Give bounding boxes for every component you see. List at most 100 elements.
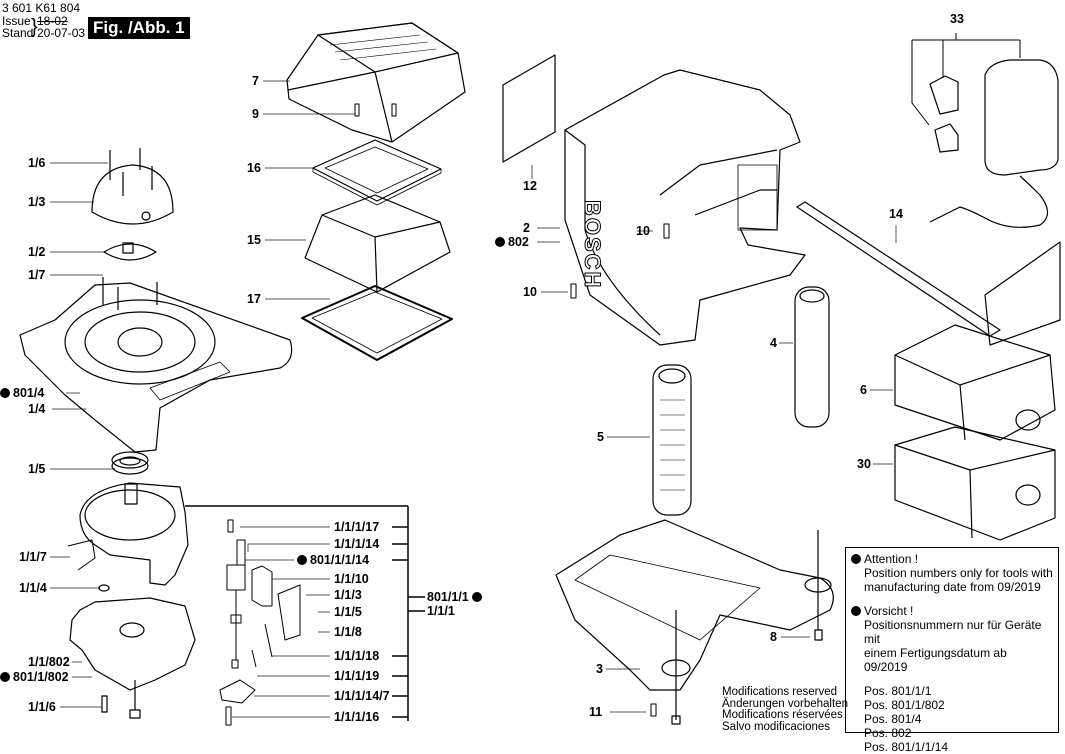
label-30: 30 [857,457,871,471]
position-item: Pos. 802 [864,726,912,740]
label-801-1-802: 801/1/802 [0,670,69,684]
attention-title: Attention ! [851,552,1053,566]
label-1-1-8: 1/1/8 [334,625,362,639]
housing-part-2 [564,69,806,346]
label-1-2: 1/2 [28,245,46,259]
label-10-upper: 10 [636,224,650,238]
label-801-1-1: 801/1/1 [427,590,482,604]
position-item: Pos. 801/1/802 [864,698,945,712]
bullet-icon [851,554,861,564]
vorsicht-line-2: einem Fertigungsdatum ab 09/2019 [864,646,1007,674]
label-14: 14 [889,207,903,221]
label-1-1-1-14: 1/1/1/14 [334,537,380,551]
label-1-1-10: 1/1/10 [334,572,369,586]
label-33: 33 [950,12,964,26]
label-1-1-1-14-7: 1/1/1/14/7 [334,689,390,703]
label-1-1-5: 1/1/5 [334,605,362,619]
label-802: 802 [495,235,529,249]
modifications-line: Änderungen vorbehalten [722,697,848,710]
bullet-icon [0,388,10,398]
header-brace: } [31,16,38,38]
label-1-1-1-19: 1/1/1/19 [334,669,380,683]
vorsicht-title: Vorsicht ! [851,604,1053,618]
group-bracket [185,505,425,721]
battery-box-part-30 [894,426,1056,541]
base-part-3 [555,519,834,725]
label-1-6: 1/6 [28,156,46,170]
label-card-part-12 [502,54,556,163]
dome-part-1-3 [91,148,174,225]
part-1-2 [103,242,157,261]
screw-part-1-1-6 [101,695,108,713]
screw-part-11 [650,703,657,717]
leader-lines [50,80,897,713]
circuit-board [69,597,196,719]
bullet-icon [297,555,307,565]
label-1-1-1-17: 1/1/1/17 [334,520,380,534]
modifications-line: Salvo modificaciones [722,720,831,733]
label-1-1-802: 1/1/802 [28,655,70,669]
label-2: 2 [523,221,530,235]
position-item: Pos. 801/4 [864,712,922,726]
screws-part-9 [354,103,397,117]
base-part-1-4 [19,277,293,453]
motor-housing-part-1-1 [67,482,189,586]
position-item: Pos. 801/1/1 [864,684,932,698]
notice-box: Attention ! Position numbers only for to… [845,547,1059,754]
position-item: Pos. 801/1/1/14 [864,740,949,754]
label-6: 6 [860,383,867,397]
label-1-1-1-18: 1/1/1/18 [334,649,380,663]
label-1-7: 1/7 [28,268,46,282]
washer-part-1-1-4 [98,584,110,592]
battery-part-4 [794,286,830,428]
battery-part-5 [652,364,692,516]
part-number: 3 601 K61 804 [2,1,81,15]
bullet-icon [851,606,861,616]
label-1-1-4: 1/1/4 [19,581,47,595]
issue-label: Issue [2,14,31,28]
label-1-1-1-16: 1/1/1/16 [334,710,380,724]
label-8: 8 [770,630,777,644]
frame-part-15 [304,194,451,293]
stand-value: 20-07-03 [37,26,86,40]
power-adapter-part-33 [911,33,1059,228]
label-801-4: 801/4 [0,386,44,400]
label-11: 11 [589,705,603,719]
label-801-1-1-14: 801/1/1/14 [297,553,369,567]
label-1-5: 1/5 [28,462,46,476]
bullet-icon [471,592,482,602]
attention-line-1: Position numbers only for tools with [864,566,1053,580]
label-1-4: 1/4 [28,402,46,416]
cover-part-7 [286,22,466,143]
assembly-1-1-1-parts [219,519,301,726]
label-1-1-6: 1/1/6 [28,700,56,714]
modifications-notice: Modifications reserved Änderungen vorbeh… [722,686,848,733]
screws-part-10 [570,223,670,299]
gasket-part-17 [301,285,453,361]
label-7: 7 [252,74,259,88]
label-15: 15 [247,233,261,247]
vorsicht-line-1: Positionsnummern nur für Geräte mit [864,618,1042,646]
label-17: 17 [247,292,261,306]
label-10-lower: 10 [523,285,537,299]
modifications-line: Modifications reserved [722,686,838,698]
brand-logo: BOSCH [580,200,606,290]
label-16: 16 [247,161,261,175]
attention-line-2: manufacturing date from 09/2019 [864,580,1041,594]
bullet-icon [0,672,10,682]
label-12: 12 [523,179,537,193]
label-4: 4 [770,336,777,350]
label-9: 9 [252,107,259,121]
exploded-view-drawing [19,22,1061,726]
label-1-1-7: 1/1/7 [19,550,47,564]
issue-value: 18-02 [37,14,68,28]
stand-label: Stand [2,26,34,40]
figure-title: Fig. /Abb. 1 [88,17,190,39]
gasket-part-16 [312,139,442,206]
modifications-line: Modifications réservées [722,709,843,721]
strip-part-14 [796,201,1061,346]
label-1-3: 1/3 [28,195,46,209]
label-1-1-3: 1/1/3 [334,588,362,602]
part-leaders [232,526,330,718]
bullet-icon [495,237,505,247]
